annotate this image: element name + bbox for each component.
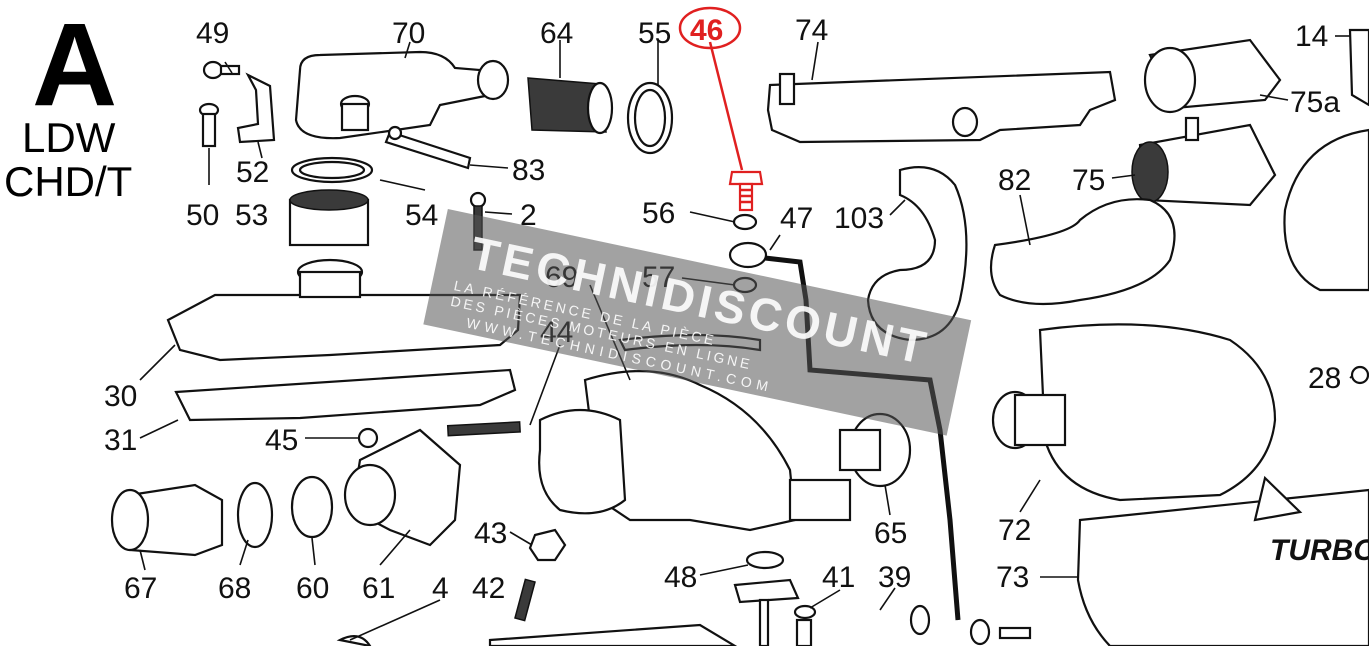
part-60-ring [290,475,334,539]
part-31-gasket [174,368,517,422]
label-31: 31 [104,424,137,457]
label-39: 39 [878,561,911,594]
model-line-1: LDW [22,114,116,161]
label-70: 70 [392,17,425,50]
part-75-elbow [1131,116,1277,207]
part-73-manifold: TURBO [1076,475,1369,646]
part-65-wastegate [838,412,912,488]
part-83-strap [384,125,472,170]
turbo-embossed-text: TURBO [1270,534,1369,567]
part-44-stud [446,421,521,437]
part-75a-elbow [1143,38,1282,114]
part-45-nut [357,427,379,449]
watermark-band [423,209,972,436]
label-52: 52 [236,156,269,189]
label-61: 61 [362,572,395,605]
label-14: 14 [1295,20,1328,53]
label-82: 82 [998,164,1031,197]
label-49: 49 [196,17,229,50]
part-41-fitting [795,618,813,646]
label-43: 43 [474,517,507,550]
part-42-stud [514,578,536,622]
label-4: 4 [432,572,449,605]
part-48-gasket [745,550,785,570]
label-83: 83 [512,154,545,187]
part-46-bolt [728,170,764,212]
part-43-nut [528,528,567,562]
part-54-clamp [290,156,374,184]
label-73: 73 [996,561,1029,594]
section-letter: A [32,0,117,131]
part-82-hose [989,198,1176,306]
label-74: 74 [795,14,828,47]
part-67-pipe [110,483,224,557]
part-lower-manifold [488,623,738,646]
label-50: 50 [186,199,219,232]
label-103: 103 [834,202,884,235]
part-61-flange [343,428,462,547]
label-68: 68 [218,572,251,605]
part-52-bracket [236,72,276,144]
label-45: 45 [265,424,298,457]
part-74-manifold [766,70,1117,144]
label-72: 72 [998,514,1031,547]
part-oil-flange [733,578,800,646]
part-39-fittings [909,604,1032,646]
part-72-turbocharger [991,323,1277,502]
label-2: 2 [520,199,537,232]
part-64-sleeve [527,77,614,135]
part-68-circlip [236,481,274,549]
label-48: 48 [664,561,697,594]
part-50-bolt [198,102,220,148]
part-28-fitting [1350,365,1369,385]
label-42: 42 [472,572,505,605]
label-64: 64 [540,17,573,50]
part-56-washer [732,213,758,231]
label-55: 55 [638,17,671,50]
part-14-cover [1348,28,1369,107]
label-47: 47 [780,202,813,235]
label-30: 30 [104,380,137,413]
label-54: 54 [405,199,438,232]
label-41: 41 [822,561,855,594]
label-46-highlighted: 46 [690,14,723,47]
part-turbo-housing-edge [1283,128,1369,292]
model-line-2: CHD/T [4,158,132,205]
label-67: 67 [124,572,157,605]
part-49-screw [202,60,241,80]
label-56: 56 [642,197,675,230]
part-41-washer [793,604,817,620]
label-75: 75 [1072,164,1105,197]
label-28: 28 [1308,362,1341,395]
label-65: 65 [874,517,907,550]
label-75a: 75a [1290,86,1340,119]
part-70-intake-pipe [294,50,510,140]
part-69-turbocharger [538,333,852,532]
part-53-hose [288,189,370,247]
highlight-circle-46 [678,6,742,50]
label-60: 60 [296,572,329,605]
label-53: 53 [235,199,268,232]
part-55-clamp [626,81,674,155]
